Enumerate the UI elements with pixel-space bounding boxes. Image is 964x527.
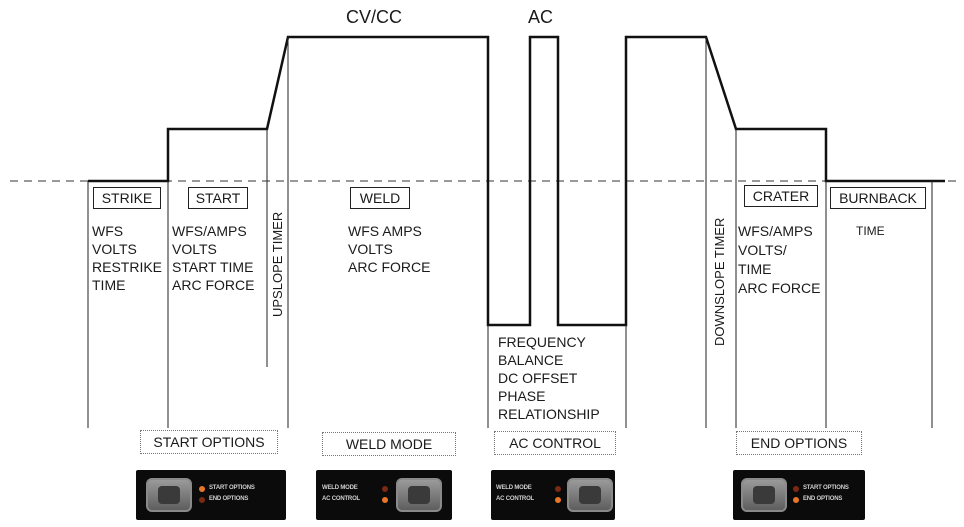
led-off — [199, 497, 205, 503]
ac-control-label: AC CONTROL — [494, 431, 616, 455]
panel-knob — [146, 478, 192, 512]
panel-text-1: WELD MODE — [322, 485, 358, 491]
led-on — [199, 486, 205, 492]
panel-text-1: START OPTIONS — [209, 485, 255, 491]
start-params: WFS/AMPS VOLTS START TIME ARC FORCE — [172, 223, 255, 293]
crater-params: WFS/AMPS VOLTS/ TIME ARC FORCE — [738, 223, 821, 296]
weld-mode-label: WELD MODE — [322, 432, 456, 456]
led-on — [793, 497, 799, 503]
start-label: START — [188, 187, 248, 209]
ac-params: FREQUENCY BALANCE DC OFFSET PHASE RELATI… — [498, 334, 600, 422]
led-off — [793, 486, 799, 492]
burnback-params: TIME — [856, 224, 885, 238]
led-on — [382, 497, 388, 503]
upslope-timer-label: UPSLOPE TIMER — [270, 211, 285, 317]
panel-text-2: END OPTIONS — [209, 496, 249, 502]
panel-text-2: AC CONTROL — [496, 496, 534, 502]
panel-text-1: START OPTIONS — [803, 485, 849, 491]
panel-text-2: AC CONTROL — [322, 496, 360, 502]
phase-dividers — [87, 37, 933, 428]
cv-cc-label: CV/CC — [346, 7, 403, 27]
weld-mode-panel: WELD MODE AC CONTROL — [316, 470, 452, 520]
end-options-label: END OPTIONS — [736, 431, 862, 455]
ac-label: AC — [528, 7, 554, 27]
strike-label: STRIKE — [93, 187, 161, 209]
led-off — [382, 486, 388, 492]
panel-text-2: END OPTIONS — [803, 496, 843, 502]
weld-label: WELD — [350, 187, 410, 209]
end-options-panel: START OPTIONS END OPTIONS — [733, 470, 865, 520]
panel-knob — [567, 478, 613, 512]
panel-text-1: WELD MODE — [496, 485, 532, 491]
downslope-timer-label: DOWNSLOPE TIMER — [712, 217, 727, 346]
waveform — [88, 35, 945, 327]
led-on — [555, 497, 561, 503]
strike-params: WFS VOLTS RESTRIKE TIME — [92, 223, 163, 293]
start-options-label: START OPTIONS — [140, 430, 278, 454]
panel-knob — [741, 478, 787, 512]
start-options-panel: START OPTIONS END OPTIONS — [136, 470, 286, 520]
weld-params: WFS AMPS VOLTS ARC FORCE — [348, 223, 431, 275]
panel-knob — [396, 478, 442, 512]
burnback-label: BURNBACK — [830, 187, 926, 209]
ac-control-panel: WELD MODE AC CONTROL — [491, 470, 615, 520]
crater-label: CRATER — [744, 185, 818, 207]
led-off — [555, 486, 561, 492]
